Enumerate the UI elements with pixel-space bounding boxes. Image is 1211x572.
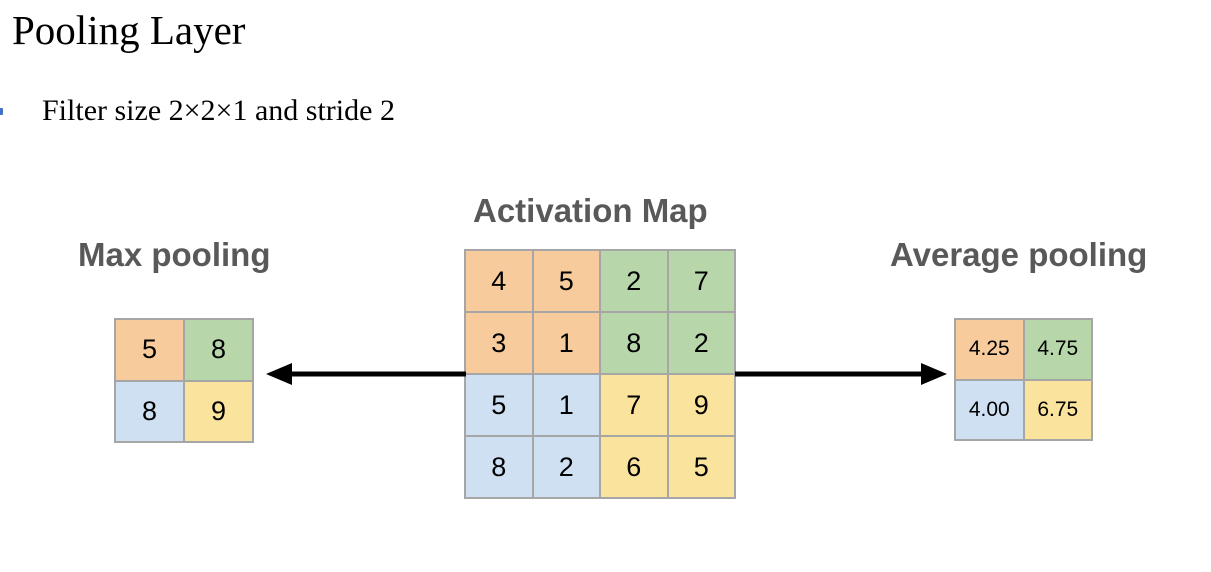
- arrow-to-average-pooling-icon: [735, 363, 947, 385]
- bullet-text: Filter size 2×2×1 and stride 2: [42, 94, 395, 127]
- page-title: Pooling Layer: [12, 7, 246, 53]
- grid-cell: 1: [533, 313, 599, 373]
- grid-cell: 4.25: [956, 320, 1023, 379]
- grid-cell: 8: [116, 381, 183, 441]
- grid-cell: 2: [668, 313, 734, 373]
- square-bullet-icon: [0, 107, 3, 115]
- average-pooling-heading: Average pooling: [890, 236, 1148, 273]
- grid-cell: 1: [533, 375, 599, 435]
- grid-cell: 3: [466, 313, 532, 373]
- arrow-to-max-pooling-icon: [266, 363, 466, 385]
- grid-cell: 2: [533, 437, 599, 497]
- bullet-row: Filter size 2×2×1 and stride 2: [0, 91, 395, 131]
- max-pooling-heading: Max pooling: [78, 236, 271, 273]
- grid-cell: 5: [116, 320, 183, 380]
- grid-cell: 8: [185, 320, 252, 380]
- grid-cell: 4.75: [1024, 320, 1091, 379]
- grid-cell: 6: [601, 437, 667, 497]
- grid-cell: 7: [601, 375, 667, 435]
- grid-cell: 7: [668, 251, 734, 311]
- grid-cell: 6.75: [1024, 380, 1091, 439]
- grid-cell: 4.00: [956, 380, 1023, 439]
- grid-cell: 5: [533, 251, 599, 311]
- grid-cell: 5: [668, 437, 734, 497]
- grid-cell: 2: [601, 251, 667, 311]
- grid-cell: 5: [466, 375, 532, 435]
- grid-cell: 4: [466, 251, 532, 311]
- grid-cell: 9: [185, 381, 252, 441]
- grid-cell: 8: [601, 313, 667, 373]
- grid-cell: 9: [668, 375, 734, 435]
- grid-cell: 8: [466, 437, 532, 497]
- activation-map-heading: Activation Map: [473, 192, 708, 229]
